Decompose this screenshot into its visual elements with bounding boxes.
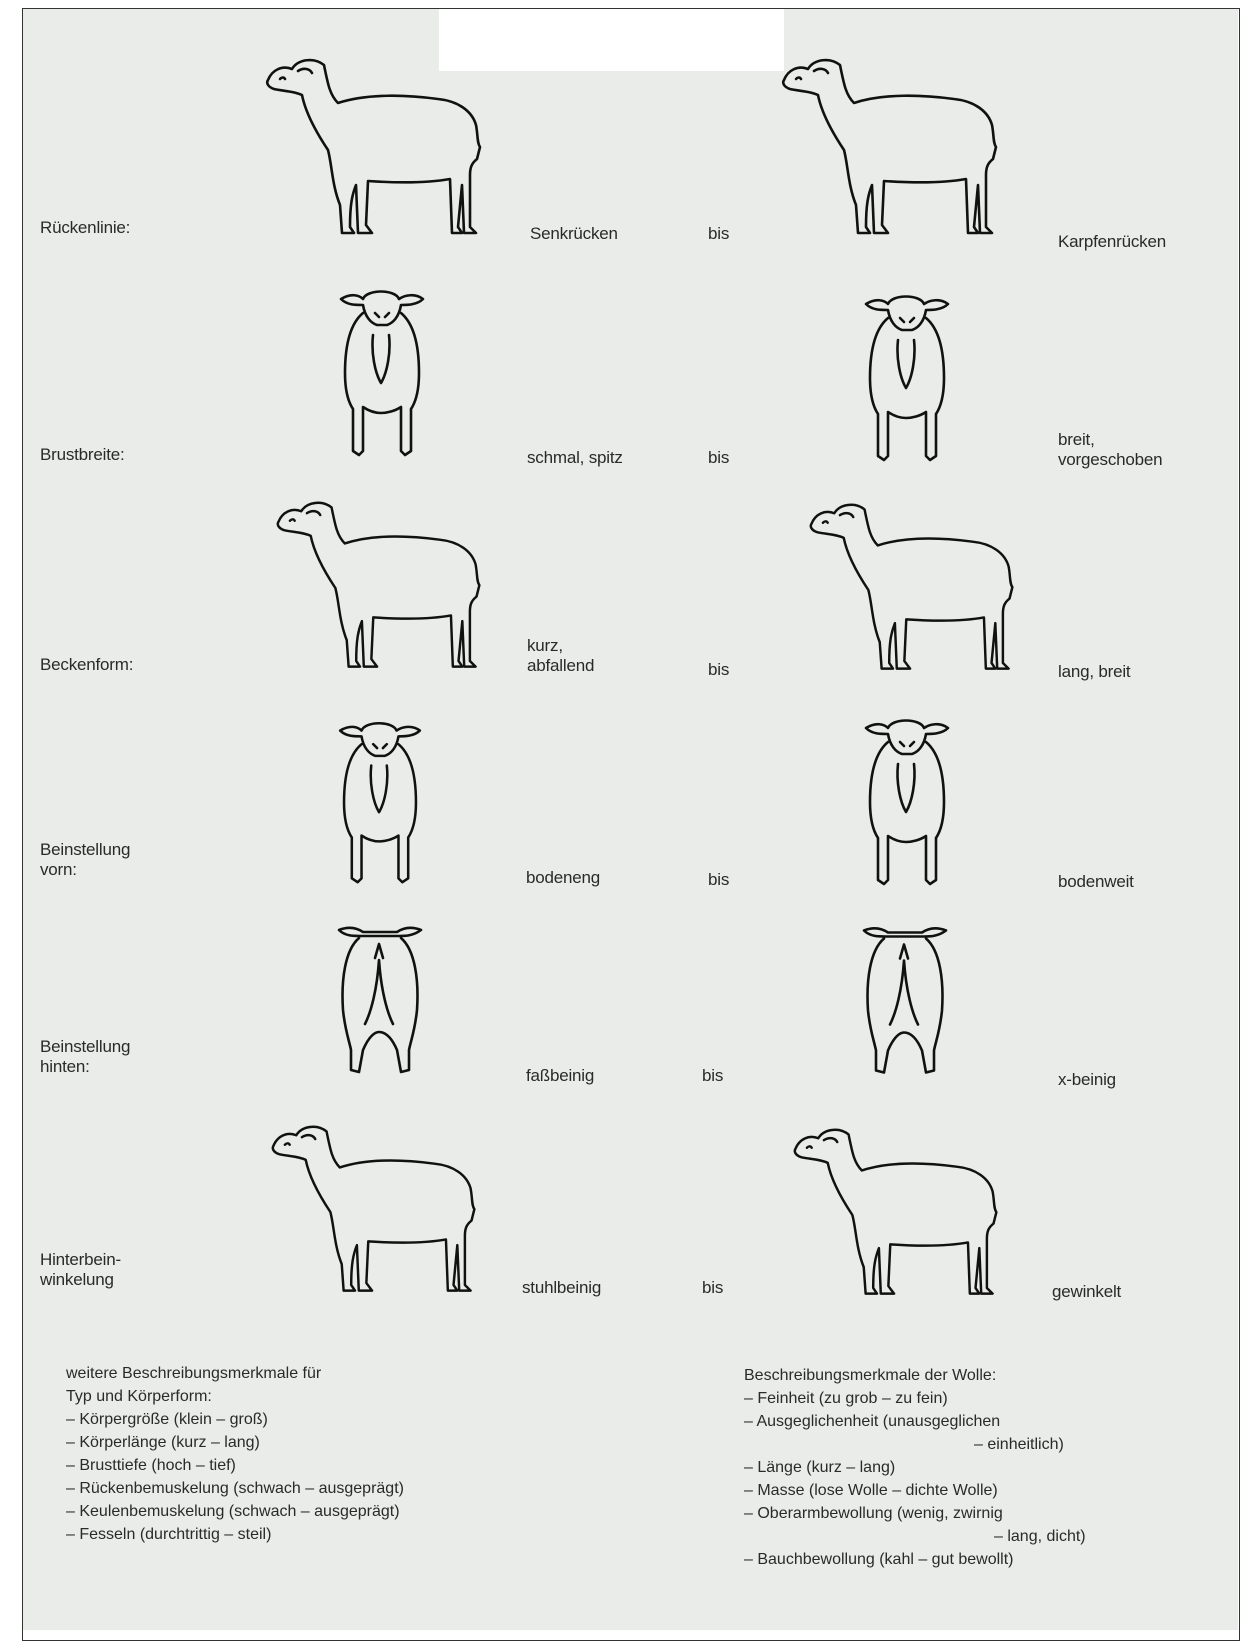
bis-label: bis xyxy=(702,1278,723,1298)
list-item: – Körperlänge (kurz – lang) xyxy=(66,1431,404,1454)
sheep-front-icon xyxy=(862,712,952,892)
bis-label: bis xyxy=(708,224,729,244)
notes-right-title: Beschreibungsmerkmale der Wolle: xyxy=(744,1364,1086,1387)
right-desc: gewinkelt xyxy=(1052,1282,1121,1302)
row-label-rueckenlinie: Rückenlinie: xyxy=(40,218,130,238)
left-desc: stuhlbeinig xyxy=(522,1278,601,1298)
left-desc: kurz, abfallend xyxy=(527,636,594,676)
right-desc: breit, vorgeschoben xyxy=(1058,430,1162,470)
sheep-side-icon xyxy=(796,500,1026,680)
row-label-beinstellung-vorn: Beinstellung vorn: xyxy=(40,840,130,880)
row-label-beinstellung-hinten: Beinstellung hinten: xyxy=(40,1037,130,1077)
list-item: – Körpergröße (klein – groß) xyxy=(66,1408,404,1431)
list-item: – Bauchbewollung (kahl – gut bewollt) xyxy=(744,1548,1086,1571)
right-desc: x-beinig xyxy=(1058,1070,1116,1090)
list-item: – einheitlich) xyxy=(744,1433,1086,1456)
sheep-rear-icon xyxy=(335,920,425,1080)
list-item: – Keulenbemuskelung (schwach – ausgepräg… xyxy=(66,1500,404,1523)
row-label-brustbreite: Brustbreite: xyxy=(40,445,125,465)
notes-left: weitere Beschreibungsmerkmale für Typ un… xyxy=(66,1362,404,1546)
sheep-front-icon xyxy=(335,715,425,890)
blank-box xyxy=(439,9,784,71)
list-item: – Brusttiefe (hoch – tief) xyxy=(66,1454,404,1477)
sheep-side-icon xyxy=(774,55,1004,245)
row-label-beckenform: Beckenform: xyxy=(40,655,133,675)
sheep-side-icon xyxy=(258,1122,488,1302)
notes-left-title: Typ und Körperform: xyxy=(66,1385,404,1408)
notes-right: Beschreibungsmerkmale der Wolle: – Feinh… xyxy=(744,1364,1086,1571)
list-item: – Rückenbemuskelung (schwach – ausgepräg… xyxy=(66,1477,404,1500)
left-desc: Senkrücken xyxy=(530,224,618,244)
sheep-side-icon xyxy=(770,1125,1020,1305)
notes-left-title: weitere Beschreibungsmerkmale für xyxy=(66,1362,404,1385)
sheep-rear-icon xyxy=(860,918,950,1083)
list-item: – Feinheit (zu grob – zu fein) xyxy=(744,1387,1086,1410)
list-item: – Fesseln (durchtrittig – steil) xyxy=(66,1523,404,1546)
list-item: – Länge (kurz – lang) xyxy=(744,1456,1086,1479)
list-item: – Masse (lose Wolle – dichte Wolle) xyxy=(744,1479,1086,1502)
sheep-side-icon xyxy=(258,55,488,245)
sheep-front-icon xyxy=(337,283,427,463)
sheep-front-icon xyxy=(862,283,952,473)
list-item: – Oberarmbewollung (wenig, zwirnig xyxy=(744,1502,1086,1525)
right-desc: bodenweit xyxy=(1058,872,1134,892)
list-item: – lang, dicht) xyxy=(744,1525,1086,1548)
left-desc: faßbeinig xyxy=(526,1066,594,1086)
list-item: – Ausgeglichenheit (unausgeglichen xyxy=(744,1410,1086,1433)
right-desc: lang, breit xyxy=(1058,662,1130,682)
bis-label: bis xyxy=(702,1066,723,1086)
sheep-side-icon xyxy=(258,498,498,678)
bis-label: bis xyxy=(708,448,729,468)
row-label-hinterbeinwinkelung: Hinterbein- winkelung xyxy=(40,1250,121,1290)
left-desc: schmal, spitz xyxy=(527,448,623,468)
bis-label: bis xyxy=(708,660,729,680)
bis-label: bis xyxy=(708,870,729,890)
right-desc: Karpfenrücken xyxy=(1058,232,1166,252)
left-desc: bodeneng xyxy=(526,868,600,888)
